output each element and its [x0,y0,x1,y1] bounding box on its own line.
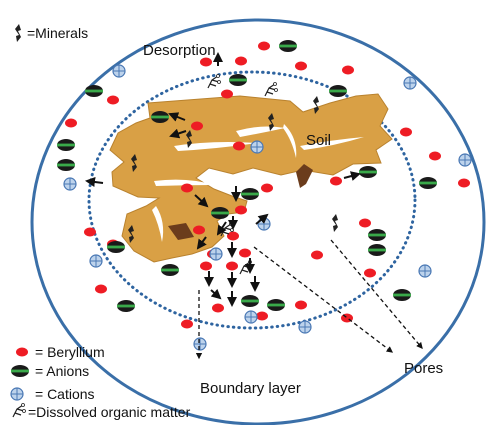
anion-ellipse [57,159,75,171]
beryllium-dot [295,301,307,310]
anion-ellipse [267,299,285,311]
legend-minerals: =Minerals [27,25,88,41]
beryllium-dot [258,42,270,51]
cation-circle [419,265,431,277]
cation-circle [404,77,416,89]
boundary-layer-label: Boundary layer [200,380,301,397]
beryllium-dot [311,251,323,260]
beryllium-dot [212,304,224,313]
anion-ellipse [241,295,259,307]
legend-cations: = Cations [35,386,95,402]
legend-dom: =Dissolved organic matter [28,404,191,420]
beryllium-dot [193,226,205,235]
beryllium-dot [95,285,107,294]
anion-ellipse [279,40,297,52]
cation-circle [194,338,206,350]
beryllium-dot [65,119,77,128]
anion-ellipse [419,177,437,189]
mineral-shard [15,24,21,42]
cation-circle [299,321,311,333]
cation-circle [64,178,76,190]
beryllium-dot [239,249,251,258]
pores-label: Pores [404,360,443,377]
cation-circle [210,248,222,260]
anion-ellipse [117,300,135,312]
cation-circle [245,311,257,323]
beryllium-dot [221,90,233,99]
beryllium-dot [256,312,268,321]
beryllium-dot [342,66,354,75]
beryllium-dot [364,269,376,278]
beryllium-dot [226,262,238,271]
beryllium-dot [191,122,203,131]
cation-circle [11,388,23,400]
anion-ellipse [211,207,229,219]
anion-ellipse [11,365,29,377]
beryllium-dot [458,179,470,188]
dom-molecule [13,404,26,418]
beryllium-dot [330,177,342,186]
beryllium-dot [227,232,239,241]
anion-ellipse [241,188,259,200]
beryllium-dot [200,262,212,271]
beryllium-dot [181,320,193,329]
beryllium-dot [400,128,412,137]
beryllium-dot [359,219,371,228]
anion-ellipse [359,166,377,178]
legend-beryllium-swatch [16,348,28,357]
beryllium-dot [261,184,273,193]
anion-ellipse [107,241,125,253]
desorption-label: Desorption [143,42,216,59]
anion-ellipse [329,85,347,97]
beryllium-dot [181,184,193,193]
cation-circle [90,255,102,267]
beryllium-dot [84,228,96,237]
beryllium-dot [107,96,119,105]
beryllium-dot [235,57,247,66]
beryllium-dot [429,152,441,161]
soil-label: Soil [306,132,331,149]
anion-ellipse [57,139,75,151]
beryllium-dot [233,142,245,151]
anion-ellipse [393,289,411,301]
cation-circle [459,154,471,166]
anion-ellipse [229,74,247,86]
anion-ellipse [151,111,169,123]
anion-ellipse [85,85,103,97]
beryllium-dot [295,62,307,71]
anion-ellipse [368,229,386,241]
anion-ellipse [368,244,386,256]
legend-beryllium: = Beryllium [35,344,105,360]
beryllium-dot [235,206,247,215]
cation-circle [251,141,263,153]
anion-ellipse [161,264,179,276]
cation-circle [113,65,125,77]
legend-anions: = Anions [35,363,89,379]
